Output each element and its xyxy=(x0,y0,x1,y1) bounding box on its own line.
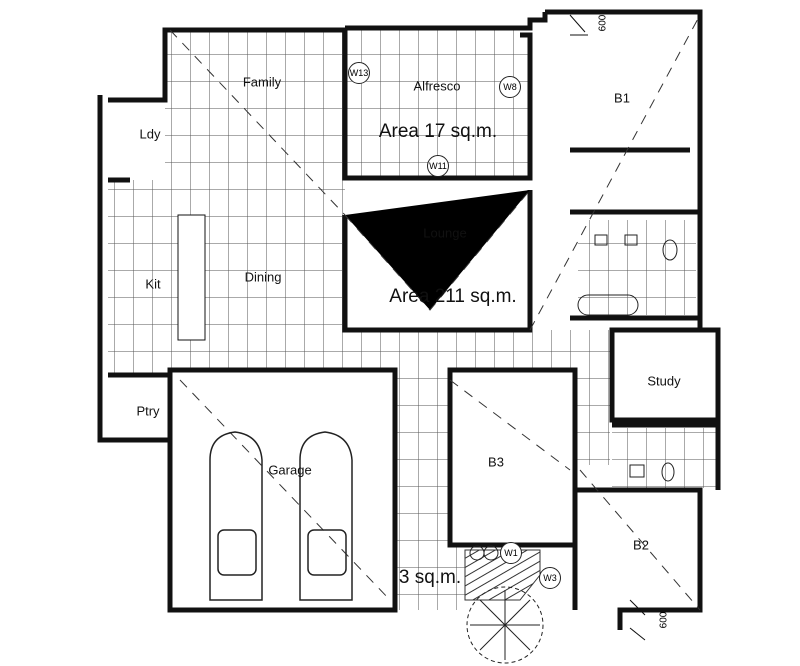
ceiling-lines xyxy=(169,14,701,611)
window-tag-w1: W1 xyxy=(500,542,522,564)
walls xyxy=(97,9,721,630)
dimension-lines xyxy=(569,14,646,641)
room-label-kit: Kit xyxy=(145,276,161,292)
bathroom-fixtures xyxy=(577,234,678,482)
room-label-ptry: Ptry xyxy=(136,403,160,419)
room-label-family: Family xyxy=(242,74,282,90)
room-label-dining: Dining xyxy=(244,269,282,285)
garden xyxy=(464,545,544,664)
room-label-study: Study xyxy=(647,373,681,389)
room-label-garage: Garage xyxy=(268,462,312,478)
entry-area: 3 sq.m. xyxy=(398,567,462,588)
window-tag-w11: W11 xyxy=(427,155,449,177)
room-label-lounge: Lounge xyxy=(423,225,467,241)
room-label-alfresco: Alfresco xyxy=(413,78,461,94)
window-tag-w3: W3 xyxy=(539,567,561,589)
room-label-ldy: Ldy xyxy=(139,126,161,142)
window-tag-w13: W13 xyxy=(348,62,370,84)
window-tag-w8: W8 xyxy=(499,76,521,98)
room-label-b1: B1 xyxy=(614,90,630,106)
dimension-bottom: 600 xyxy=(658,611,670,629)
room-label-b2: B2 xyxy=(633,537,649,553)
car-icons xyxy=(209,431,353,601)
total-area: Area 211 sq.m. xyxy=(389,286,517,307)
dimension-top: 600 xyxy=(597,14,609,32)
alfresco-area: Area 17 sq.m. xyxy=(378,121,498,142)
room-label-b3: B3 xyxy=(488,454,504,470)
tiled-floor xyxy=(108,28,716,610)
